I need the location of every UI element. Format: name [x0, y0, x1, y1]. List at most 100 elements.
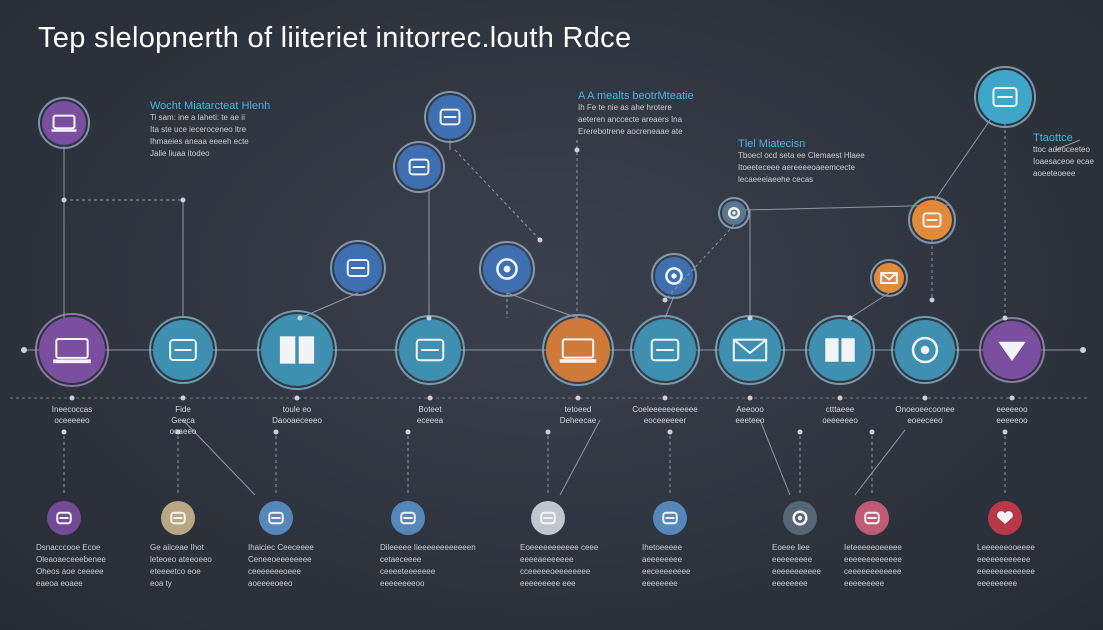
upper-node-4	[330, 240, 386, 296]
timeline-node-8	[805, 315, 875, 385]
bottom-item-5	[531, 501, 565, 535]
connector-dot	[1002, 315, 1008, 321]
connector-line	[744, 204, 951, 211]
text-line: Eoeeeeeeeeeee ceee	[520, 543, 599, 552]
annotation-line: Ioaesaceoe ecae	[1033, 157, 1094, 166]
text-line: leteoeo ateeoeeo	[150, 555, 212, 564]
connector-dot	[929, 297, 935, 303]
annotation-line: aoeeteoeee	[1033, 169, 1076, 178]
axis-tick-dot	[922, 395, 928, 401]
annotation-line: Ti sam: ine a laheti: te ae ii	[150, 113, 245, 122]
annotation-heading: Ttaottce	[1033, 132, 1073, 144]
text-line: eeeeeoo	[996, 405, 1028, 414]
annotation-line: ttoc adeoceeteo	[1033, 145, 1090, 154]
text-line: Dsnacccooe Ecoe	[36, 543, 101, 552]
text-line: Ieteeeeeoeeeee	[844, 543, 902, 552]
hand-icon	[650, 338, 680, 362]
laptop-icon-glyph	[559, 359, 597, 363]
text-line: eeceeeeeeee	[642, 567, 691, 576]
scroll-icon	[864, 511, 880, 525]
drop-dot	[61, 429, 67, 435]
connector-dot	[747, 315, 753, 321]
drop-dot	[175, 429, 181, 435]
text-line: eeeeeeeeeeeee	[844, 555, 902, 564]
text-line: Fide	[175, 405, 191, 414]
text-line: ctttaeee	[825, 405, 855, 414]
book-icon-glyph	[825, 338, 839, 362]
chair-icon	[439, 108, 461, 126]
text-line: eeeeeoo	[996, 416, 1028, 425]
upper-node-5	[479, 241, 535, 297]
upper-node-10	[974, 66, 1036, 128]
text-line: eeeeeeeee eee	[520, 579, 576, 588]
connector-line	[854, 429, 906, 496]
folder-icon	[279, 336, 315, 364]
text-line: Ineecoccas	[51, 405, 93, 414]
ring-icon	[727, 206, 741, 220]
page-title: Tep slelopnerth of liiteriet initorrec.l…	[38, 22, 632, 54]
text-line: ceeeeeeeeeeee	[844, 567, 902, 576]
text-line: eeeeeeee	[642, 579, 678, 588]
text-line: eeeeeeeeeeeee	[977, 567, 1035, 576]
brush-icon	[346, 259, 370, 277]
heart-icon-glyph	[997, 511, 1013, 524]
upper-node-8	[908, 196, 956, 244]
text-line: ceeeeteeeeeee	[380, 567, 436, 576]
gem-icon	[56, 511, 72, 525]
text-line: eoceeeeeer	[643, 416, 687, 425]
ring-icon-glyph	[732, 211, 736, 215]
bottom-item-8	[855, 501, 889, 535]
axis-tick-dot	[662, 395, 668, 401]
cup-icon	[998, 341, 1026, 362]
upper-node-7	[718, 197, 750, 229]
text-line: ceeeeeeeoeee	[248, 567, 301, 576]
connector-line	[454, 149, 541, 241]
drop-dot	[797, 429, 803, 435]
text-line: aeeeeeeee	[642, 555, 683, 564]
connector-line	[664, 224, 735, 301]
drop-dot	[405, 429, 411, 435]
bed-icon	[992, 87, 1018, 107]
text-line: Coeleeeeeeeeeee	[632, 405, 698, 414]
drop-dot	[1002, 429, 1008, 435]
connector-dot	[426, 315, 432, 321]
handshake-icon	[415, 338, 445, 362]
timeline-node-5	[542, 314, 614, 386]
cart-icon	[922, 212, 942, 228]
connector-line	[299, 292, 359, 319]
text-line: Eoeee liee	[772, 543, 810, 552]
connector-line	[182, 419, 256, 496]
annotation-line: Ererebotrene aocreneaae ate	[578, 127, 683, 136]
connector-line	[759, 419, 791, 496]
text-line: eeeeaeeeeeee	[520, 555, 574, 564]
upper-node-2	[424, 91, 476, 143]
machine-icon	[400, 511, 416, 525]
coin-icon-glyph	[503, 265, 511, 273]
envelope-icon	[732, 338, 768, 362]
wave-icon	[268, 511, 284, 525]
figure-icon	[170, 511, 186, 525]
connector-line	[559, 419, 601, 496]
connector-dot	[662, 297, 668, 303]
bottom-item-4	[391, 501, 425, 535]
connector-line	[1054, 139, 1081, 151]
text-line: Ihaiciec Ceeceeee	[248, 543, 314, 552]
timeline-node-10	[979, 317, 1045, 383]
globe-icon	[792, 510, 808, 526]
timeline-node-4	[395, 315, 465, 385]
text-line: eeeeeeeee	[844, 579, 885, 588]
bottom-label-8: Ieteeeeeoeeeee eeeeeeeeeeeee ceeeeeeeeeeee…	[844, 542, 902, 590]
upper-node-3	[393, 141, 445, 193]
text-line: Ge aiiceae Ihot	[150, 543, 204, 552]
text-line: eeeteeo	[735, 416, 765, 425]
